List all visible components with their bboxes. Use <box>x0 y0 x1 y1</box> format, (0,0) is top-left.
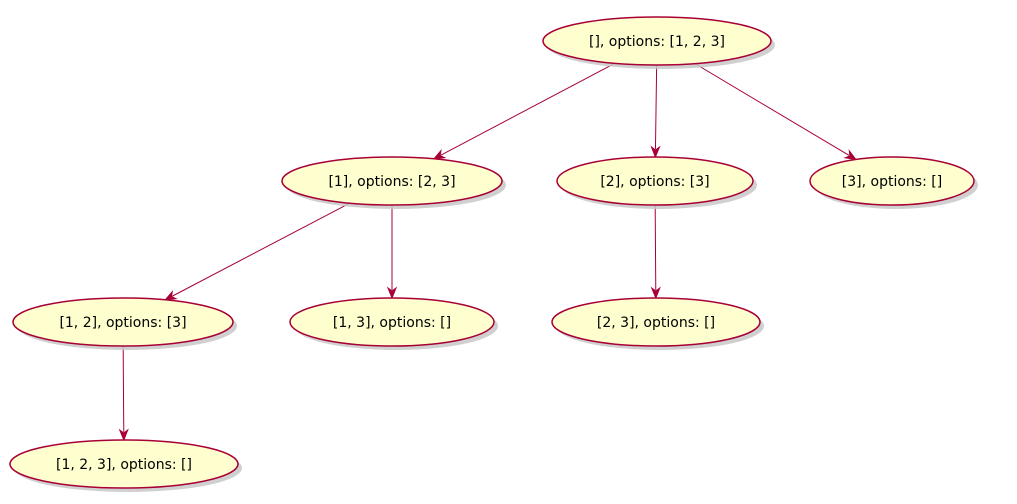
node-label: [1, 2], options: [3] <box>59 315 186 331</box>
node-ellipse <box>281 156 503 206</box>
tree-node: [1], options: [2, 3] <box>281 156 506 209</box>
node-label: [1, 3], options: [] <box>333 315 451 331</box>
edge-arrow <box>650 204 661 300</box>
tree-node: [3], options: [] <box>809 156 978 209</box>
tree-node: [2, 3], options: [] <box>551 297 764 350</box>
node-ellipse <box>9 439 239 489</box>
edge-line <box>440 62 616 156</box>
node-label: [2, 3], options: [] <box>597 315 715 331</box>
arrowhead-icon <box>650 145 661 159</box>
node-ellipse <box>289 297 495 347</box>
tree-node: [], options: [1, 2, 3] <box>542 16 775 69</box>
edge-line <box>172 202 350 297</box>
arrowhead-icon <box>650 286 661 300</box>
edge-arrow <box>650 64 661 159</box>
node-ellipse <box>12 297 234 347</box>
node-ellipse <box>809 156 975 206</box>
edge-arrow <box>432 62 616 160</box>
node-label: [2], options: [3] <box>600 174 709 190</box>
arrowhead-icon <box>432 148 447 160</box>
tree-node: [1, 2, 3], options: [] <box>9 439 242 492</box>
edge-arrow <box>694 63 857 161</box>
edge-line <box>654 64 658 150</box>
node-label: [3], options: [] <box>842 174 942 190</box>
edge-line <box>654 204 657 291</box>
nodes-layer: [], options: [1, 2, 3] [1], options: [2, … <box>9 16 978 492</box>
node-ellipse <box>556 156 754 206</box>
tree-node: [1, 3], options: [] <box>289 297 498 350</box>
edge-line <box>694 63 850 156</box>
node-label: [1], options: [2, 3] <box>328 174 455 190</box>
edge-line <box>122 345 125 433</box>
arrowhead-icon <box>386 286 398 300</box>
arrowhead-icon <box>118 428 129 442</box>
tree-node: [1, 2], options: [3] <box>12 297 237 350</box>
arrowhead-icon <box>164 289 178 301</box>
node-ellipse <box>542 16 772 66</box>
node-label: [], options: [1, 2, 3] <box>589 34 725 50</box>
edge-arrow <box>386 205 398 300</box>
edges-layer <box>118 62 857 442</box>
edge-arrow <box>164 202 350 301</box>
arrowhead-icon <box>843 149 857 161</box>
edge-arrow <box>118 345 129 442</box>
tree-node: [2], options: [3] <box>556 156 757 209</box>
node-ellipse <box>551 297 761 347</box>
node-label: [1, 2, 3], options: [] <box>56 457 192 473</box>
